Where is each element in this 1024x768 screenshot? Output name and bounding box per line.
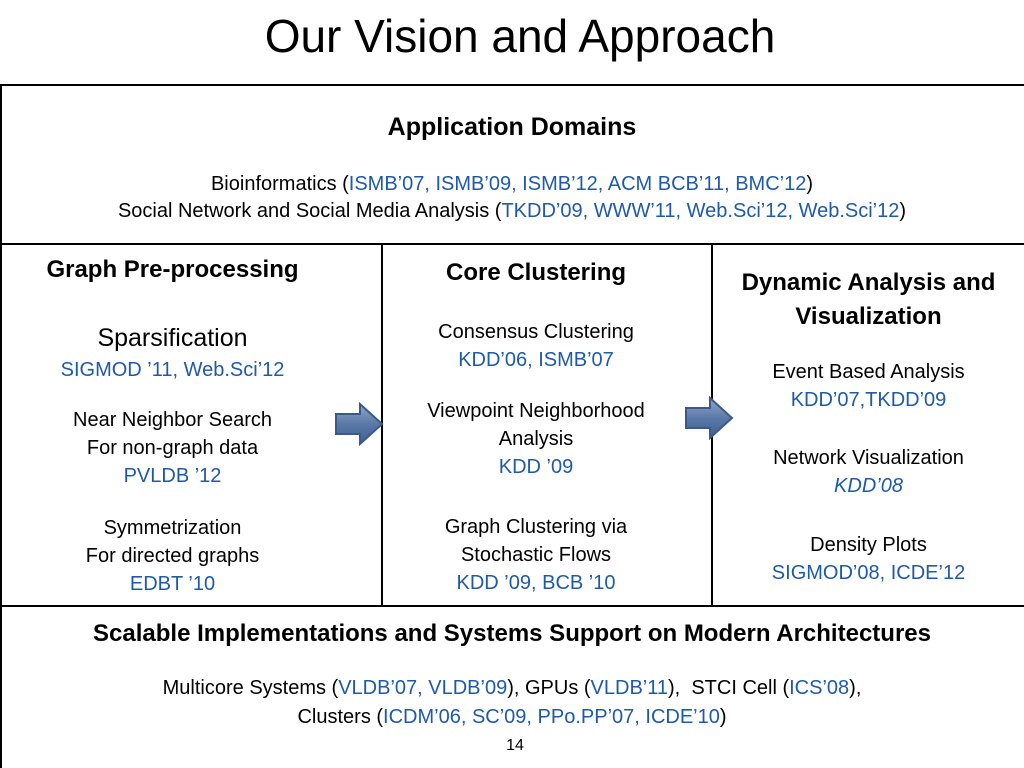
stochastic-refs: KDD ’09, BCB ’10	[456, 572, 616, 594]
multicore-refs: VLDB’07, VLDB’09	[338, 677, 508, 699]
network-vis-title: Network Visualization	[773, 447, 964, 469]
arrow-right-icon	[685, 396, 734, 440]
sparsification-title: Sparsification	[97, 324, 248, 352]
stci-label: ), STCI Cell (	[668, 677, 790, 699]
social-media-line: Social Network and Social Media Analysis…	[0, 197, 1024, 225]
sparsification-refs: SIGMOD ’11, Web.Sci’12	[60, 359, 285, 381]
consensus-title: Consensus Clustering	[438, 321, 634, 343]
viewpoint-refs: KDD ’09	[498, 456, 574, 478]
near-neighbor-refs: PVLDB ’12	[123, 465, 222, 487]
event-analysis-title: Event Based Analysis	[772, 361, 965, 383]
systems-line1: Multicore Systems (VLDB’07, VLDB’09), GP…	[0, 674, 1024, 702]
stci-refs: ICS’08	[789, 677, 850, 699]
frame-left-line	[0, 84, 2, 768]
line1-close: ),	[849, 677, 862, 699]
bioinformatics-refs: ISMB’07, ISMB’09, ISMB’12, ACM BCB’11, B…	[348, 173, 807, 195]
domains-heading: Application Domains	[387, 113, 637, 141]
near-neighbor-line2: For non-graph data	[86, 437, 259, 459]
symmetrization-block: Symmetrization For directed graphs EDBT …	[0, 514, 345, 598]
near-neighbor-line1: Near Neighbor Search	[73, 409, 272, 431]
near-neighbor-block: Near Neighbor Search For non-graph data …	[0, 406, 345, 490]
systems-heading: Scalable Implementations and Systems Sup…	[93, 620, 931, 647]
social-media-refs: TKDD’09, WWW’11, Web.Sci’12, Web.Sci’12	[501, 200, 900, 222]
symmetrization-refs: EDBT ’10	[129, 573, 216, 595]
symmetrization-line1: Symmetrization	[103, 517, 242, 539]
slide-title: Our Vision and Approach	[264, 10, 776, 62]
density-plots-refs: SIGMOD’08, ICDE’12	[771, 562, 966, 584]
social-media-label: Social Network and Social Media Analysis…	[117, 200, 502, 222]
density-plots-title: Density Plots	[810, 534, 927, 556]
social-media-close: )	[899, 200, 907, 222]
dynamic-heading-line2: Visualization	[795, 303, 942, 330]
line2-close: )	[719, 706, 727, 728]
bioinformatics-close: )	[806, 173, 814, 195]
preprocessing-heading: Graph Pre-processing	[46, 256, 299, 283]
dynamic-heading: Dynamic Analysis and Visualization	[713, 266, 1024, 334]
gpu-refs: VLDB’11	[590, 677, 668, 699]
viewpoint-line1: Viewpoint Neighborhood	[427, 400, 645, 422]
clustering-heading: Core Clustering	[445, 259, 627, 286]
systems-line2: Clusters (ICDM’06, SC’09, PPo.PP’07, ICD…	[0, 703, 1024, 731]
stochastic-line1: Graph Clustering via	[444, 516, 628, 538]
stochastic-line2: Stochastic Flows	[460, 544, 612, 566]
network-vis-block: Network Visualization KDD’08	[713, 444, 1024, 500]
consensus-refs: KDD’06, ISMB’07	[458, 349, 614, 371]
page-number: 14	[506, 737, 524, 754]
bioinformatics-label: Bioinformatics (	[210, 173, 349, 195]
event-analysis-refs: KDD’07,TKDD’09	[790, 389, 947, 411]
viewpoint-block: Viewpoint Neighborhood Analysis KDD ’09	[383, 397, 689, 481]
bioinformatics-line: Bioinformatics (ISMB’07, ISMB’09, ISMB’1…	[0, 170, 1024, 198]
symmetrization-line2: For directed graphs	[85, 545, 260, 567]
frame-top-line	[0, 84, 1024, 86]
multicore-label: Multicore Systems (	[162, 677, 339, 699]
event-analysis-block: Event Based Analysis KDD’07,TKDD’09	[713, 358, 1024, 414]
domains-divider	[0, 243, 1024, 245]
gpu-label: ), GPUs (	[507, 677, 591, 699]
arrow-right-icon	[335, 402, 384, 446]
stochastic-block: Graph Clustering via Stochastic Flows KD…	[383, 513, 689, 597]
dynamic-heading-line1: Dynamic Analysis and	[741, 269, 996, 296]
viewpoint-line2: Analysis	[498, 428, 574, 450]
clusters-label: Clusters (	[297, 706, 384, 728]
network-vis-refs: KDD’08	[834, 475, 903, 497]
clusters-refs: ICDM’06, SC’09, PPo.PP’07, ICDE’10	[383, 706, 720, 728]
density-plots-block: Density Plots SIGMOD’08, ICDE’12	[713, 531, 1024, 587]
consensus-block: Consensus Clustering KDD’06, ISMB’07	[383, 318, 689, 374]
systems-divider	[0, 605, 1024, 607]
